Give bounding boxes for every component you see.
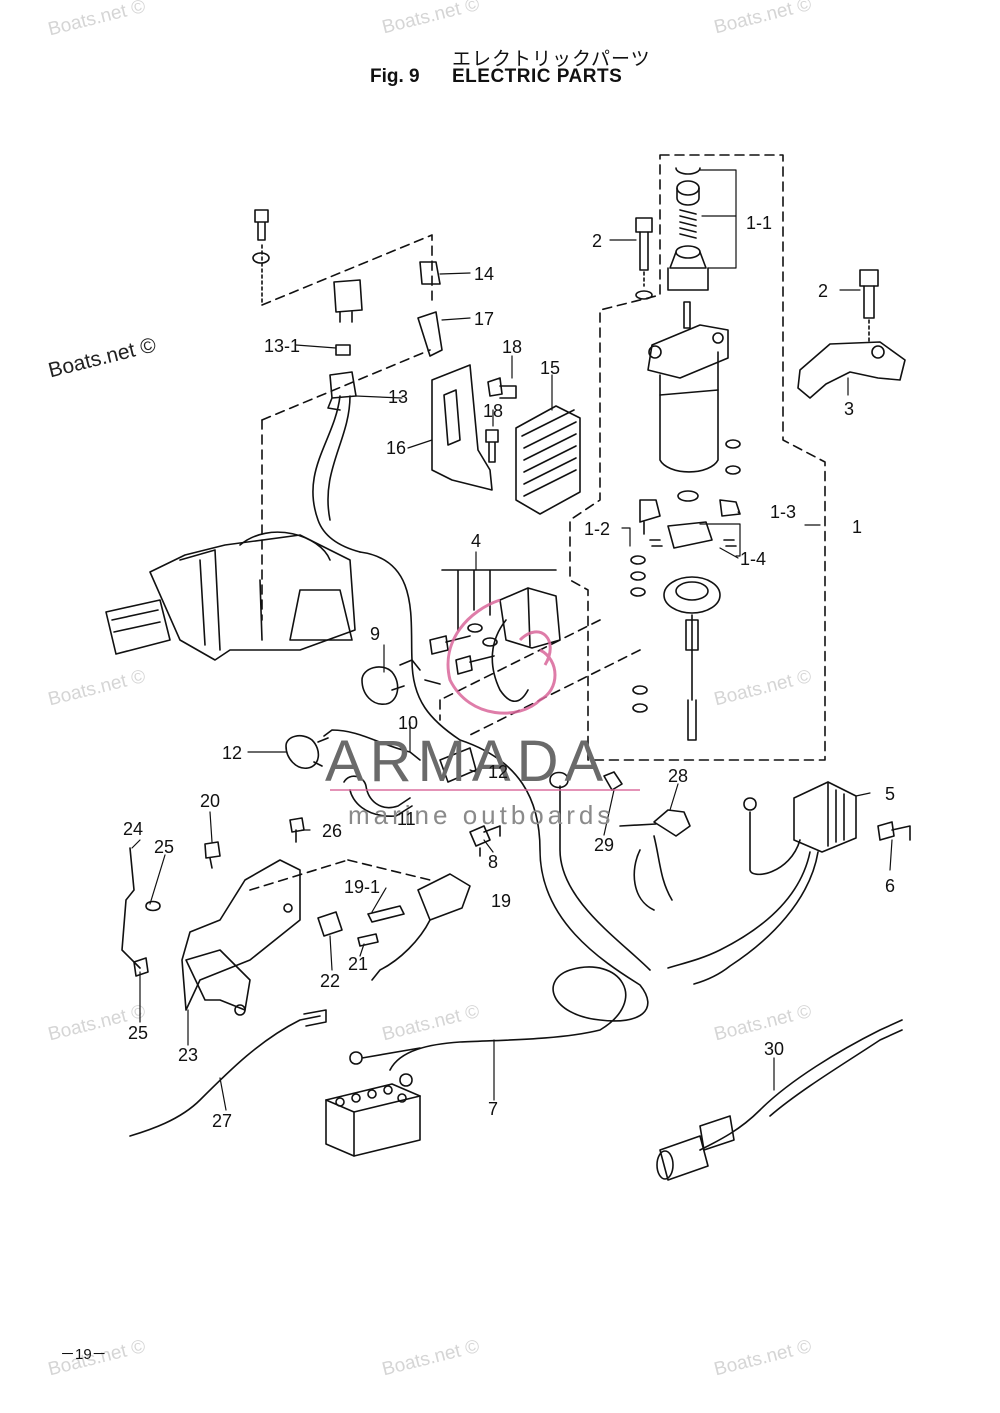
armada-logo-mark — [446, 598, 557, 715]
starter-assembly-outline — [569, 154, 826, 761]
starter-pinion-parts — [667, 167, 737, 291]
coil-bolts — [429, 623, 498, 675]
callout-label: 5 — [885, 784, 896, 804]
cable-27 — [129, 1015, 321, 1137]
wire-main — [359, 551, 461, 741]
starter-bracket — [797, 269, 906, 399]
clip-22 — [317, 911, 343, 937]
sleeve-19-1 — [367, 905, 405, 923]
clip-17 — [417, 311, 443, 357]
stop-switch-28 — [619, 809, 691, 911]
title-japanese: エレクトリックパーツ — [452, 48, 651, 70]
callout-label: 29 — [594, 835, 615, 855]
screw-20 — [204, 841, 221, 869]
callout-label: 1-2 — [584, 519, 611, 539]
connector-19 — [371, 873, 471, 981]
plug-cap-12 — [285, 734, 323, 769]
engine-block — [105, 531, 356, 661]
callout-label: 14 — [474, 264, 495, 284]
callout-label: 22 — [320, 971, 341, 991]
boot-11 — [343, 775, 411, 809]
armada-brand: ARMADA — [325, 729, 610, 794]
ignition-coil — [441, 569, 561, 703]
relay — [312, 279, 363, 553]
callout-label: 18 — [502, 337, 523, 357]
brush-holder-parts — [630, 439, 741, 741]
callout-label: 13-1 — [264, 336, 301, 356]
callout-label: 11 — [397, 809, 416, 829]
cdi-unit — [515, 405, 581, 515]
callout-label: 1-4 — [740, 549, 767, 569]
clamp-29 — [603, 771, 623, 791]
callout-label: 15 — [540, 358, 561, 378]
callout-label: 16 — [386, 438, 407, 458]
callout-label: 1 — [852, 517, 863, 537]
callout-label: 17 — [474, 309, 495, 329]
battery-cable-7 — [389, 739, 649, 1071]
screw-18b — [485, 429, 499, 463]
callout-label: 20 — [200, 791, 221, 811]
callout-label: 6 — [885, 876, 896, 896]
callout-label: 28 — [668, 766, 689, 786]
bracket-16 — [431, 364, 493, 491]
holder-14 — [419, 261, 441, 285]
boot-12b — [439, 747, 477, 783]
callout-label: 10 — [398, 713, 419, 733]
plug-cap-9 — [361, 666, 405, 705]
page-number: －19－ — [60, 1346, 107, 1363]
callout-label: 7 — [488, 1099, 499, 1119]
callout-label: 19 — [491, 891, 512, 911]
callout-label: 2 — [592, 231, 603, 251]
rectifier-5 — [667, 781, 911, 985]
callout-label: 12 — [488, 762, 509, 782]
figure-number: Fig. 9 — [370, 66, 420, 87]
callout-label: 1-3 — [770, 502, 797, 522]
terminal-21 — [357, 933, 379, 947]
callout-label: 9 — [370, 624, 381, 644]
callout-label: 21 — [348, 954, 369, 974]
starter-motor — [647, 301, 729, 502]
callout-label: 27 — [212, 1111, 233, 1131]
callout-label: 12 — [222, 743, 243, 763]
callout-label: 2 — [818, 281, 829, 301]
callout-label: 30 — [764, 1039, 785, 1059]
armada-tagline: marine outboards — [348, 800, 615, 830]
callout-label: 8 — [488, 852, 499, 872]
callout-label: 24 — [123, 819, 144, 839]
callout-label: 18 — [483, 401, 504, 421]
callout-label: 25 — [154, 837, 175, 857]
callout-label: 3 — [844, 399, 855, 419]
harness-30 — [656, 1019, 903, 1181]
callout-label: 25 — [128, 1023, 149, 1043]
clip-25b — [133, 957, 149, 977]
ht-lead-10 — [323, 729, 421, 761]
relay-bolt — [252, 209, 270, 264]
terminal-8 — [469, 825, 501, 847]
callout-label: 13 — [388, 387, 409, 407]
callout-label: 19-1 — [344, 877, 381, 897]
callout-label: 4 — [471, 531, 482, 551]
callout-label: 26 — [322, 821, 343, 841]
starter-bolt — [635, 217, 653, 300]
title-english: ELECTRIC PARTS — [452, 66, 623, 87]
screw-18 — [487, 377, 517, 399]
callout-label: 23 — [178, 1045, 199, 1065]
clip-25 — [145, 900, 161, 912]
leader-lines — [131, 239, 893, 1111]
link-24 — [121, 847, 141, 969]
bracket-23 — [181, 859, 301, 1016]
battery — [325, 1083, 421, 1157]
callout-label: 1-1 — [746, 213, 773, 233]
